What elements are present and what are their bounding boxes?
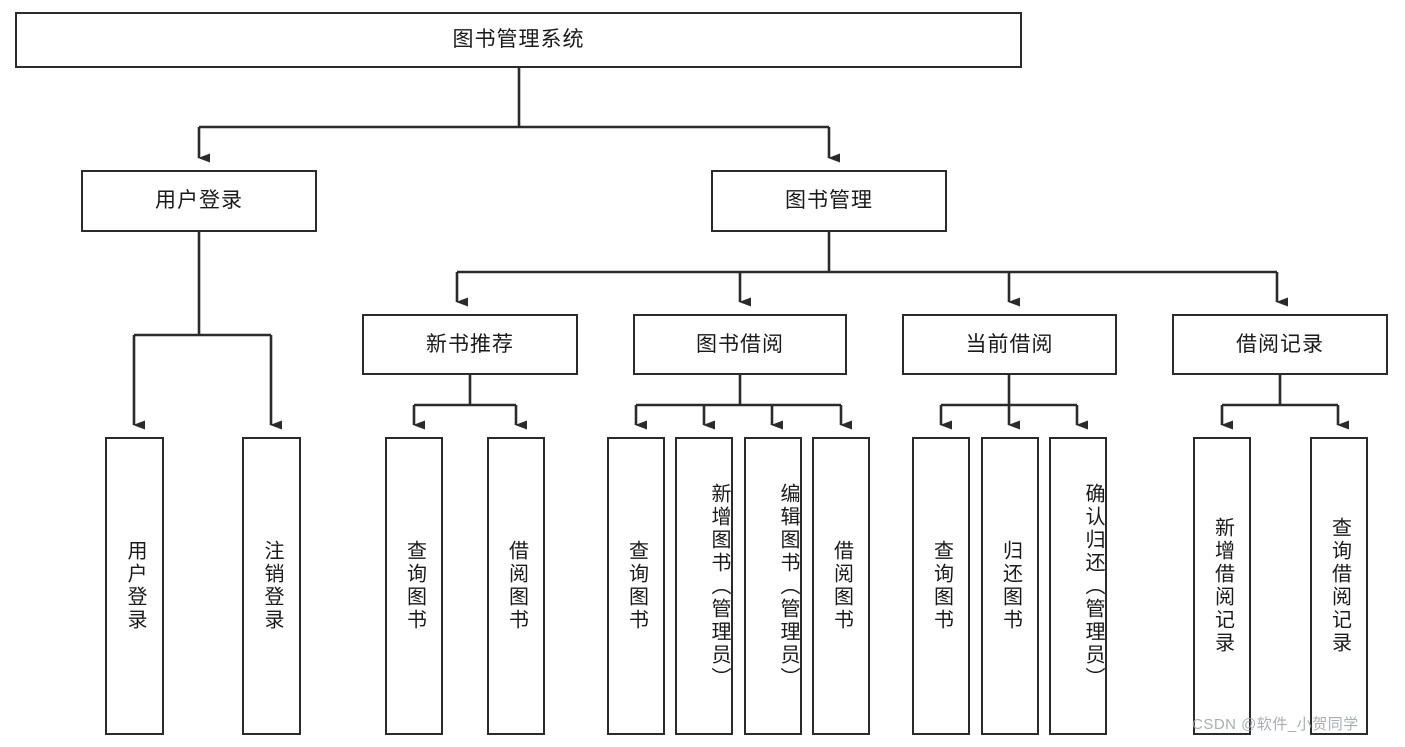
node-leaf-borrow-book-1[interactable]: 借阅图书: [487, 437, 545, 735]
node-leaf-edit-book[interactable]: 编辑图书（管理员）: [744, 437, 802, 735]
node-leaf-confirm-return-label: 确认归还（管理员）: [1082, 482, 1104, 690]
node-leaf-confirm-return[interactable]: 确认归还（管理员）: [1049, 437, 1107, 735]
node-borrow-record-label: 借阅记录: [1236, 332, 1324, 356]
node-book-manage-label: 图书管理: [785, 189, 873, 213]
node-current-borrow-label: 当前借阅: [965, 332, 1054, 356]
node-leaf-query-book-1[interactable]: 查询图书: [385, 437, 443, 735]
node-leaf-add-book-label: 新增图书（管理员）: [708, 482, 730, 690]
node-user-login-label: 用户登录: [155, 189, 243, 213]
node-leaf-add-record[interactable]: 新增借阅记录: [1193, 437, 1251, 735]
node-leaf-logout[interactable]: 注销登录: [242, 437, 301, 735]
node-leaf-logout-label: 注销登录: [261, 540, 283, 632]
node-leaf-return-book[interactable]: 归还图书: [981, 437, 1039, 735]
node-leaf-query-record[interactable]: 查询借阅记录: [1310, 437, 1368, 735]
node-leaf-borrow-book-2[interactable]: 借阅图书: [812, 437, 870, 735]
node-root[interactable]: 图书管理系统: [15, 12, 1022, 68]
node-leaf-add-record-label: 新增借阅记录: [1211, 517, 1234, 655]
node-leaf-query-book-3-label: 查询图书: [930, 540, 953, 632]
node-leaf-user-login-label: 用户登录: [124, 540, 146, 632]
node-book-borrow[interactable]: 图书借阅: [633, 314, 847, 375]
node-current-borrow[interactable]: 当前借阅: [902, 314, 1117, 375]
node-borrow-record[interactable]: 借阅记录: [1172, 314, 1388, 375]
node-leaf-borrow-book-1-label: 借阅图书: [505, 540, 528, 632]
node-leaf-borrow-book-2-label: 借阅图书: [830, 540, 853, 632]
node-leaf-edit-book-label: 编辑图书（管理员）: [777, 482, 799, 690]
node-leaf-query-book-1-label: 查询图书: [403, 540, 426, 632]
csdn-watermark: CSDN @软件_小贺同学: [1192, 716, 1359, 733]
node-leaf-query-book-3[interactable]: 查询图书: [912, 437, 970, 735]
node-leaf-add-book[interactable]: 新增图书（管理员）: [675, 437, 733, 735]
node-leaf-user-login[interactable]: 用户登录: [105, 437, 164, 735]
node-leaf-return-book-label: 归还图书: [999, 540, 1022, 632]
node-new-book-rec-label: 新书推荐: [426, 332, 514, 356]
node-leaf-query-record-label: 查询借阅记录: [1328, 517, 1351, 655]
node-root-label: 图书管理系统: [452, 28, 585, 52]
node-book-manage[interactable]: 图书管理: [711, 170, 947, 232]
node-leaf-query-book-2-label: 查询图书: [625, 540, 648, 632]
node-book-borrow-label: 图书借阅: [696, 332, 784, 356]
node-user-login[interactable]: 用户登录: [81, 170, 317, 232]
node-new-book-rec[interactable]: 新书推荐: [362, 314, 578, 375]
node-leaf-query-book-2[interactable]: 查询图书: [607, 437, 665, 735]
